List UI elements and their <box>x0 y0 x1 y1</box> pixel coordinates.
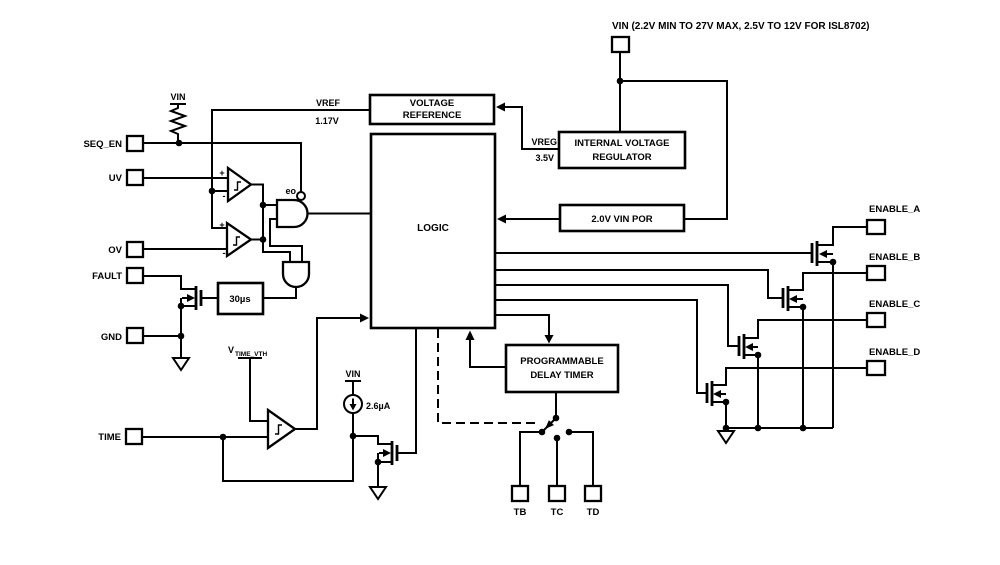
pin-seq-en <box>125 134 145 153</box>
arrow-into-vref <box>496 102 505 112</box>
delay-timer-line2: DELAY TIMER <box>530 370 593 381</box>
logic-block <box>369 132 497 330</box>
mosfets <box>194 241 819 465</box>
pin-label-enable-a: ENABLE_A <box>869 204 920 215</box>
pin-enable-a <box>865 218 887 236</box>
enable-d-mosfet <box>705 381 714 406</box>
internal-regulator-line2: REGULATOR <box>592 152 651 163</box>
pin-ov <box>125 240 145 259</box>
arrowheads <box>187 102 827 457</box>
delay-timer-block <box>504 343 620 394</box>
delay-30us-block <box>216 281 265 316</box>
uv-comp-minus: - <box>223 191 226 201</box>
pin-label-enable-c: ENABLE_C <box>869 299 920 310</box>
net-vin-current-source: VIN <box>345 369 360 379</box>
net-eo: eo <box>285 186 296 196</box>
pin-enable-b <box>865 264 887 282</box>
uv-comp-plus: + <box>219 168 224 178</box>
mosfet-d-body-arrow <box>713 390 721 398</box>
pin-label-gnd: GND <box>101 332 122 343</box>
pin-label-time: TIME <box>98 432 121 443</box>
hysteresis-icon <box>233 236 240 246</box>
delay-30us-label: 30µs <box>229 294 250 305</box>
labels: VIN (2.2V MIN TO 27V MAX, 2.5V TO 12V FO… <box>83 21 920 518</box>
enable-b-mosfet <box>781 286 790 311</box>
time-mosfet-body-arrow <box>383 449 391 457</box>
net-vreg: VREG <box>531 137 557 147</box>
pin-label-tb: TB <box>514 507 527 518</box>
voltage-reference-line1: VOLTAGE <box>410 98 455 109</box>
ground-icon <box>368 486 388 501</box>
pin-td <box>583 484 603 503</box>
wiper-arrow <box>545 420 554 429</box>
ov-comp-minus: - <box>223 248 226 258</box>
eo-bubble <box>296 191 306 201</box>
pin-squares <box>124 35 887 503</box>
hysteresis-icon <box>234 181 241 191</box>
hysteresis-icon <box>275 424 282 435</box>
pin-uv <box>125 168 145 187</box>
pin-tc <box>547 484 567 503</box>
eo-and-gate <box>275 198 309 229</box>
wires <box>142 52 867 487</box>
arrow-into-logic-por <box>497 214 506 224</box>
pin-enable-c <box>865 311 887 329</box>
pin-label-enable-b: ENABLE_B <box>869 252 920 263</box>
arrow-into-logic-comp <box>360 313 369 323</box>
net-vref: VREF <box>316 98 341 108</box>
net-vref-value: 1.17V <box>315 116 339 126</box>
pin-label-fault: FAULT <box>92 271 122 282</box>
ground-symbols <box>171 357 736 501</box>
pin-label-ov: OV <box>108 245 122 256</box>
internal-regulator-line1: INTERNAL VOLTAGE <box>575 138 670 149</box>
ov-comparator <box>225 220 254 259</box>
internal-regulator-block <box>557 130 687 170</box>
mosfet-a-body-arrow <box>819 250 827 258</box>
pin-time <box>124 427 144 446</box>
blocks: VOLTAGE REFERENCE LOGIC INTERNAL VOLTAGE… <box>216 93 687 394</box>
analog-symbols <box>225 165 363 451</box>
fault-mosfet <box>194 286 203 310</box>
fault-and-gate <box>281 260 311 289</box>
logic-label: LOGIC <box>417 223 449 234</box>
net-vtime-sub: TIME_VTH <box>235 351 267 358</box>
voltage-reference-line2: REFERENCE <box>403 110 462 121</box>
net-current-value: 2.6µA <box>366 401 391 411</box>
net-vreg-value: 3.5V <box>535 153 554 163</box>
mosfet-b-body-arrow <box>789 295 797 303</box>
pin-fault <box>125 266 145 285</box>
mosfet-c-body-arrow <box>745 343 753 351</box>
delay-timer-line1: PROGRAMMABLE <box>520 356 603 367</box>
net-vtime-base: V <box>228 345 234 355</box>
enable-c-mosfet <box>737 334 746 359</box>
enable-a-mosfet <box>810 241 819 266</box>
por-block <box>558 203 686 233</box>
time-mosfet <box>390 441 399 465</box>
arrow-into-timer <box>544 335 554 344</box>
pin-label-td: TD <box>587 507 600 518</box>
ov-comp-plus: + <box>219 220 224 230</box>
top-note: VIN (2.2V MIN TO 27V MAX, 2.5V TO 12V FO… <box>612 21 870 32</box>
pin-label-enable-d: ENABLE_D <box>869 347 920 358</box>
pin-tb <box>510 484 530 503</box>
pin-label-uv: UV <box>109 173 123 184</box>
junction-dots <box>175 77 837 466</box>
pin-vin-top <box>610 35 631 54</box>
net-vin-pullup: VIN <box>170 92 185 102</box>
pin-enable-d <box>865 359 887 377</box>
arrow-into-logic-bottom <box>465 330 475 340</box>
pin-label-seq-en: SEQ_EN <box>83 139 122 150</box>
pin-label-tc: TC <box>551 507 564 518</box>
time-comparator <box>266 407 297 451</box>
ground-icon <box>171 357 191 372</box>
voltage-reference-block <box>368 93 496 126</box>
uv-comparator <box>226 165 253 204</box>
pin-gnd <box>125 326 145 345</box>
ground-icon <box>716 430 736 445</box>
fault-mosfet-body-arrow <box>187 294 195 302</box>
por-label: 2.0V VIN POR <box>591 214 652 225</box>
